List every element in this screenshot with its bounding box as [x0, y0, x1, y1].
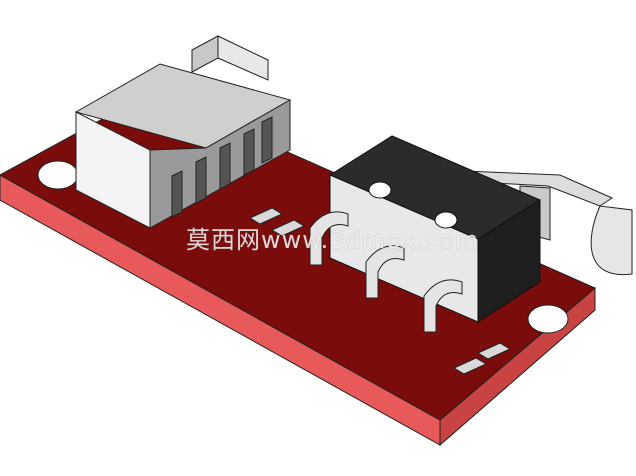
microswitch: [309, 135, 542, 333]
connector-back-wall: [191, 35, 219, 73]
switch-terminals: [309, 211, 463, 333]
mounting-hole-left: [37, 160, 79, 190]
mounting-hole-right: [527, 304, 569, 334]
smd-pad: [452, 357, 488, 375]
header-connector: [74, 35, 292, 229]
smd-pad: [270, 219, 306, 237]
connector-pins: [171, 116, 273, 218]
connector-back-wall: [217, 35, 269, 81]
smd-pad: [476, 342, 512, 360]
smd-pad: [248, 207, 284, 225]
switch-hole: [434, 211, 458, 229]
switch-hole: [368, 181, 392, 199]
